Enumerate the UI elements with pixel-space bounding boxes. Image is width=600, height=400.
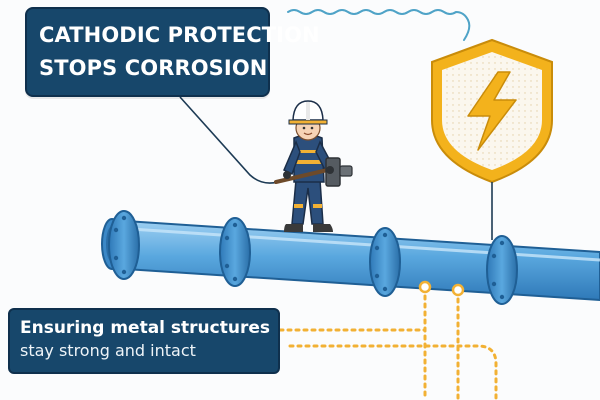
wavy-wire — [287, 9, 471, 41]
dotted-connection-lines — [278, 286, 498, 400]
pipeline-icon — [101, 218, 600, 302]
title-panel: CATHODIC PROTECTION STOPS CORROSION — [25, 7, 320, 97]
title-line-2: STOPS CORROSION — [39, 56, 268, 80]
caption-panel: Ensuring metal structures stay strong an… — [8, 308, 280, 374]
caption-sub-text: stay strong and intact — [20, 341, 196, 360]
pipe-flange-3 — [369, 227, 401, 297]
caption-main-text: Ensuring metal structures — [20, 318, 270, 338]
pipe-flange-1 — [108, 210, 140, 280]
title-line-1: CATHODIC PROTECTION — [39, 23, 320, 47]
connection-node-2 — [451, 283, 465, 297]
pipe-flange-2 — [219, 217, 251, 287]
shield-lightning-icon — [431, 38, 553, 184]
connection-node-1 — [418, 280, 432, 294]
worker-with-hammer-icon — [274, 100, 353, 232]
pipe-flange-4 — [486, 235, 518, 305]
wire-to-worker — [179, 96, 279, 184]
